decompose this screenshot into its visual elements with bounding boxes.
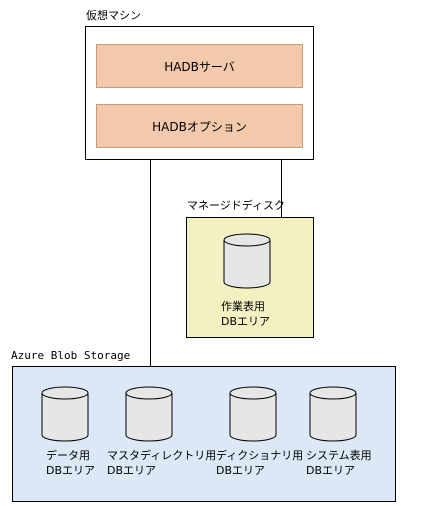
dictionary-db-area-label: ディクショナリ用 DBエリア [216, 448, 303, 478]
azure-label: Azure Blob Storage [11, 349, 131, 362]
hadb-option-bar: HADBオプション [96, 104, 303, 148]
vm-to-azure-line [150, 160, 151, 366]
hadb-server-bar: HADBサーバ [96, 44, 303, 88]
vm-to-disk-line [281, 160, 282, 217]
area-label-line2: DBエリア [107, 464, 157, 477]
area-label-line2: DBエリア [46, 464, 96, 477]
system-table-db-area-label: システム表用 DBエリア [306, 448, 372, 478]
cylinder-icon [223, 233, 271, 289]
area-label-line2: DBエリア [221, 315, 271, 328]
vm-label: 仮想マシン [86, 9, 141, 22]
area-label-line1: 作業表用 [221, 300, 265, 313]
cylinder-icon [125, 386, 173, 442]
area-label-line2: DBエリア [306, 464, 356, 477]
area-label-line2: DBエリア [216, 464, 266, 477]
cylinder-icon [229, 386, 277, 442]
data-db-area-label: データ用 DBエリア [46, 448, 95, 478]
area-label-line1: ディクショナリ用 [216, 449, 304, 462]
managed-disk-label: マネージドディスク [187, 199, 286, 212]
cylinder-icon [309, 386, 357, 442]
master-directory-db-area-label: マスタディレクトリ用 DBエリア [107, 448, 216, 478]
work-table-db-area-label: 作業表用 DBエリア [221, 299, 270, 329]
area-label-line1: システム表用 [306, 449, 372, 462]
cylinder-icon [41, 386, 89, 442]
area-label-line1: マスタディレクトリ用 [107, 449, 217, 462]
area-label-line1: データ用 [46, 449, 90, 462]
